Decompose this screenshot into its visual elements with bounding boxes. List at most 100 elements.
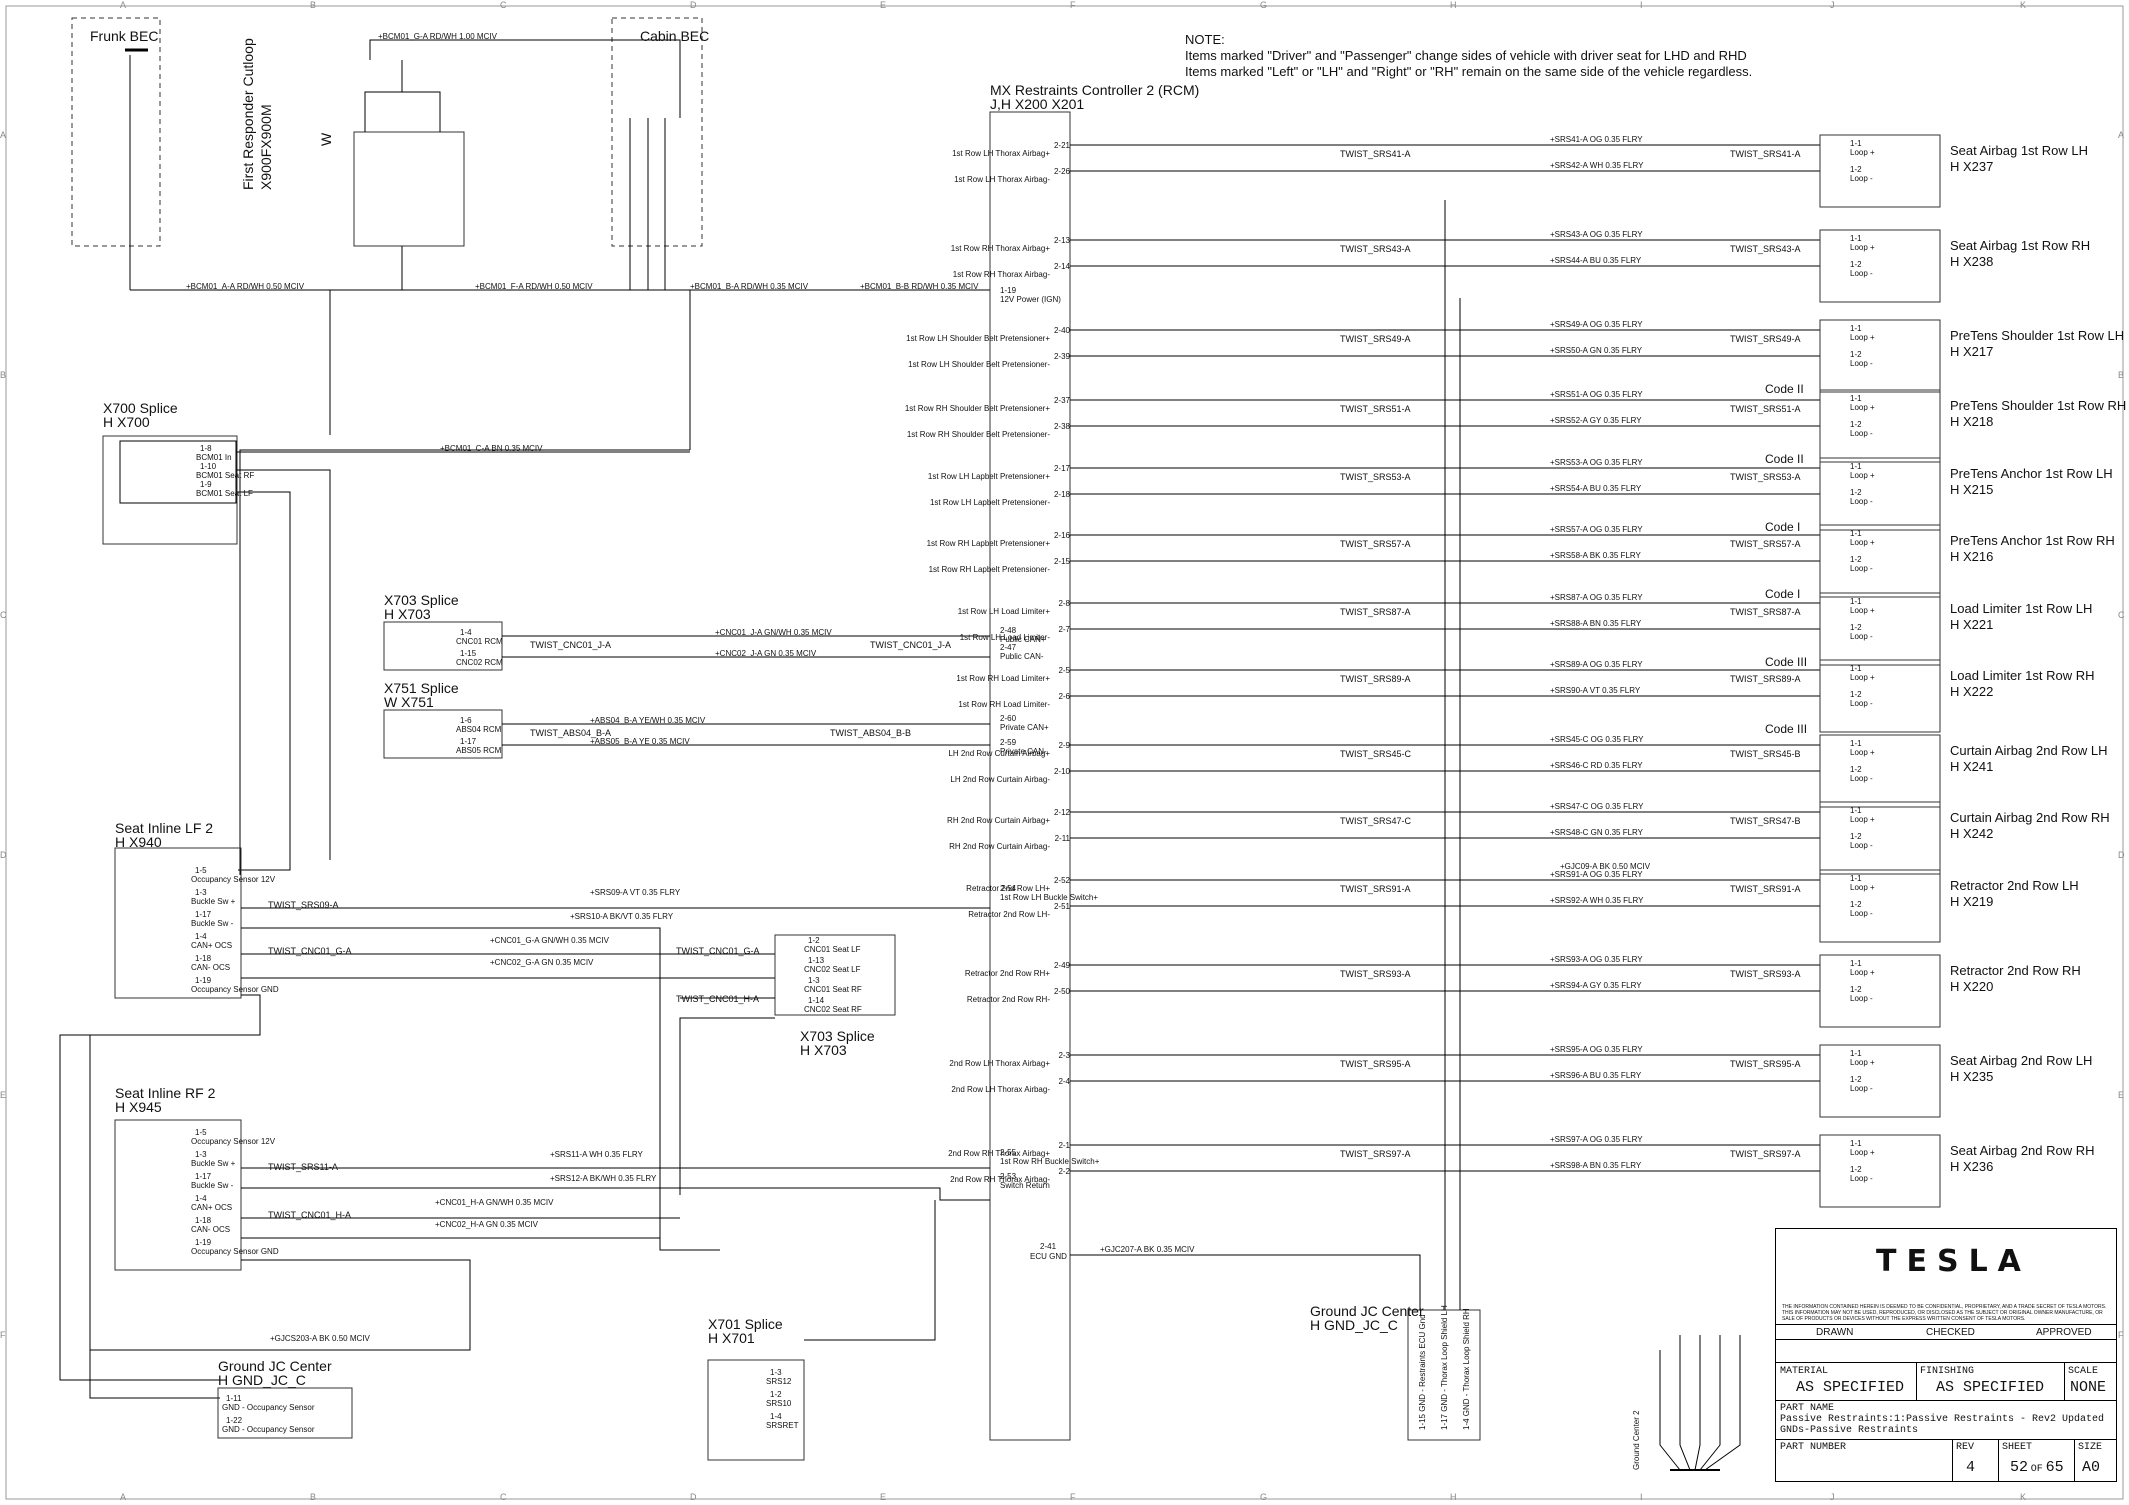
wire-label: +SRS41-A OG 0.35 FLRY: [1550, 135, 1643, 144]
size-label: SIZE: [2078, 1442, 2103, 1453]
x703b-pin-num: 1-3: [808, 976, 820, 985]
rcm-right-pin-num: 2-38: [1053, 422, 1070, 431]
device-pin-num: 1-2: [1850, 488, 1862, 497]
wire-label-cnc01-h: +CNC01_H-A GN/WH 0.35 MCIV: [435, 1198, 554, 1207]
rcm-right-pin-num: 2-21: [1053, 141, 1070, 150]
seat-lf-box: [114, 847, 242, 999]
x700-sub: H X700: [103, 414, 150, 430]
device-twist: TWIST_SRS97-A: [1730, 1149, 1801, 1159]
border-row-label: A: [2118, 130, 2125, 140]
twist-abs04-b-a: TWIST_ABS04_B-A: [530, 728, 612, 738]
wire-label: +SRS54-A BU 0.35 FLRY: [1550, 484, 1642, 493]
border-col-label: C: [500, 0, 507, 10]
device-pin-num: 1-2: [1850, 690, 1862, 699]
device-pin-name: Loop -: [1850, 774, 1873, 783]
rcm-right-pin-label: 1st Row RH Load Limiter+: [956, 674, 1050, 683]
twist-srs11: TWIST_SRS11-A: [268, 1162, 338, 1172]
device-box: [1819, 592, 1941, 666]
rcm-right-pin-label: Retractor 2nd Row RH-: [966, 995, 1050, 1004]
device-pin-name: Loop +: [1850, 748, 1875, 757]
wire-label: +SRS49-A OG 0.35 FLRY: [1550, 320, 1643, 329]
rcm-right-pin-num: 2-6: [1058, 692, 1070, 701]
device-name: Seat Airbag 1st Row LH: [1950, 143, 2089, 158]
device-pin-num: 1-2: [1850, 1075, 1862, 1084]
rcm-left-pin-num: 2-59: [1000, 738, 1017, 747]
rcm-right-pin-num: 2-4: [1058, 1077, 1070, 1086]
device-pin-name: Loop -: [1850, 632, 1873, 641]
seat-rf-pin-name: Occupancy Sensor 12V: [191, 1137, 276, 1146]
rcm-right-pin-label: LH 2nd Row Curtain Airbag-: [950, 775, 1050, 784]
border-row-label: F: [2118, 1330, 2124, 1340]
x703b-title: X703 Splice: [800, 1028, 875, 1044]
rcm-right-pin-label: 2nd Row RH Thorax Airbag-: [950, 1175, 1050, 1184]
seat-lf-pin-num: 1-19: [195, 976, 212, 985]
device-pin-name: Loop +: [1850, 243, 1875, 252]
seat-lf-pin-num: 1-17: [195, 910, 212, 919]
device-twist: TWIST_SRS91-A: [1730, 884, 1801, 894]
twist-srs09: TWIST_SRS09-A: [268, 900, 339, 910]
rev-label: REV: [1956, 1442, 1975, 1453]
wire-label: +SRS95-A OG 0.35 FLRY: [1550, 1045, 1643, 1054]
first-responder-sub: X900FX900M: [258, 104, 274, 190]
device-pin-num: 1-1: [1850, 139, 1862, 148]
device-pin-num: 1-2: [1850, 165, 1862, 174]
twist-cnc01-j-left: TWIST_CNC01_J-A: [530, 640, 612, 650]
device-twist: TWIST_SRS89-A: [1730, 674, 1801, 684]
rcm-right-pin-num: 2-8: [1058, 599, 1070, 608]
x700-pin-num: 1-9: [200, 480, 212, 489]
twist-label: TWIST_SRS95-A: [1340, 1059, 1411, 1069]
rcm-right-pin-label: Retractor 2nd Row LH-: [968, 910, 1050, 919]
device-name: Retractor 2nd Row LH: [1950, 878, 2079, 893]
device-name: Load Limiter 1st Row RH: [1950, 668, 2095, 683]
x751-pin-name: ABS05 RCM: [456, 746, 502, 755]
wire-label-srs12: +SRS12-A BK/WH 0.35 FLRY: [550, 1174, 657, 1183]
wire-label: +SRS43-A OG 0.35 FLRY: [1550, 230, 1643, 239]
wire-label: +SRS96-A BU 0.35 FLRY: [1550, 1071, 1642, 1080]
twist-label: TWIST_SRS53-A: [1340, 472, 1411, 482]
title-block: TESLA THE INFORMATION CONTAINED HEREIN I…: [1775, 1228, 2117, 1482]
rcm-left-pin-name: 12V Power (IGN): [1000, 295, 1061, 304]
rcm-right-pin-num: 2-39: [1053, 352, 1070, 361]
border-col-label: E: [880, 0, 887, 10]
wire-label: +SRS52-A GY 0.35 FLRY: [1550, 416, 1642, 425]
note-line-2: Items marked "Left" or "LH" and "Right" …: [1185, 64, 1753, 79]
x703b-pin-name: CNC01 Seat RF: [804, 985, 862, 994]
device-code: Code I: [1765, 587, 1801, 601]
border-col-label: I: [1640, 1492, 1643, 1502]
wire-label: +SRS90-A VT 0.35 FLRY: [1550, 686, 1641, 695]
part-number-label: PART NUMBER: [1780, 1442, 1847, 1453]
border-row-label: D: [2118, 850, 2125, 860]
gnd-left-pin-name: GND - Occupancy Sensor: [222, 1403, 315, 1412]
rcm-right-pin-label: 1st Row RH Thorax Airbag-: [952, 270, 1050, 279]
rcm-right-pin-label: 1st Row LH Thorax Airbag-: [954, 175, 1050, 184]
rcm-right-pin-label: LH 2nd Row Curtain Airbag+: [948, 749, 1050, 758]
border-col-label: K: [2020, 0, 2027, 10]
twist-label: TWIST_SRS49-A: [1340, 334, 1411, 344]
gnd-right-pin: 1-4 GND - Thorax Loop Shield RH: [1462, 1308, 1471, 1430]
rcm-right-pin-label: 2nd Row LH Thorax Airbag+: [949, 1059, 1050, 1068]
wire-label: +SRS48-C GN 0.35 FLRY: [1550, 828, 1644, 837]
device-twist: TWIST_SRS87-A: [1730, 607, 1801, 617]
device-sub: H X220: [1950, 979, 1994, 994]
device-box: [1819, 524, 1941, 598]
disclaimer: THE INFORMATION CONTAINED HEREIN IS DEEM…: [1782, 1304, 2107, 1322]
wire-label-cnc01-j: +CNC01_J-A GN/WH 0.35 MCIV: [715, 628, 832, 637]
first-responder-title: First Responder Cutloop: [240, 38, 256, 190]
rcm-right-pin-label: RH 2nd Row Curtain Airbag-: [949, 842, 1050, 851]
cabin-bec-label: Cabin BEC: [640, 28, 710, 44]
twist-label: TWIST_SRS47-C: [1340, 816, 1412, 826]
device-pin-num: 1-1: [1850, 874, 1862, 883]
rcm-right-pin-num: 2-51: [1053, 902, 1070, 911]
device-box: [1819, 659, 1941, 733]
device-pin-name: Loop -: [1850, 429, 1873, 438]
border-col-label: K: [2020, 1492, 2027, 1502]
device-pin-num: 1-1: [1850, 597, 1862, 606]
rcm-right-pin-label: 2nd Row LH Thorax Airbag-: [951, 1085, 1050, 1094]
device-pin-num: 1-1: [1850, 529, 1862, 538]
x703b-pin-num: 1-2: [808, 936, 820, 945]
twist-label: TWIST_SRS87-A: [1340, 607, 1411, 617]
x751-sub: W X751: [384, 694, 434, 710]
wire-label-gjcs203: +GJCS203-A BK 0.50 MCIV: [270, 1334, 370, 1343]
wire-label: +SRS98-A BN 0.35 FLRY: [1550, 1161, 1642, 1170]
